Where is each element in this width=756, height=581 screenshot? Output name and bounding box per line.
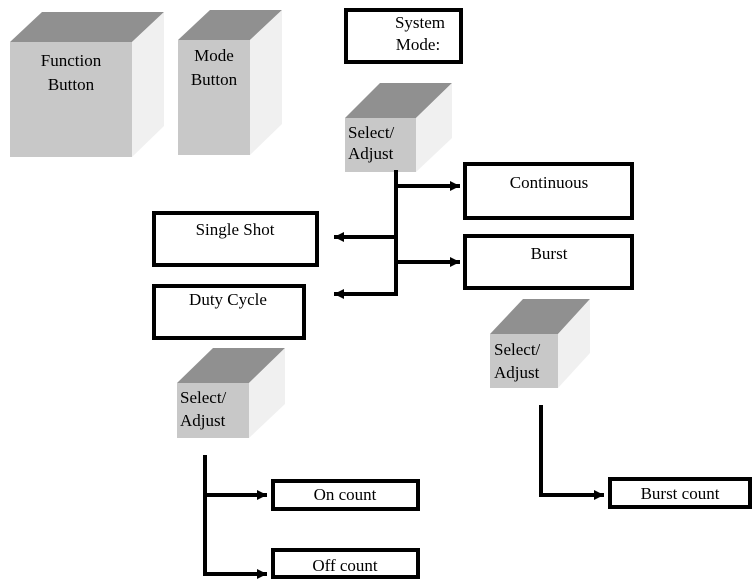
mode-button-front xyxy=(178,40,250,155)
continuous-label: Continuous xyxy=(510,173,588,192)
select-adjust-button-duty[interactable]: Select/ Adjust xyxy=(177,348,285,438)
mode-button-label-line2: Button xyxy=(191,70,238,89)
main-mode-connectors xyxy=(334,170,460,299)
select-adjust-2-front xyxy=(490,334,558,388)
burst-count-label: Burst count xyxy=(641,484,720,503)
function-button[interactable]: Function Button xyxy=(10,12,164,157)
mode-button-top xyxy=(178,10,282,40)
select-adjust-2-label-line2: Adjust xyxy=(494,363,540,382)
function-button-label-line1: Function xyxy=(41,51,102,70)
single-shot-label: Single Shot xyxy=(196,220,275,239)
select-adjust-3-side xyxy=(249,348,285,438)
burst-box[interactable]: Burst xyxy=(463,234,634,290)
burst-count-frame xyxy=(608,477,752,509)
function-button-top xyxy=(10,12,164,42)
select-adjust-1-top xyxy=(345,83,452,118)
mode-button-side xyxy=(250,10,282,155)
continuous-box[interactable]: Continuous xyxy=(463,162,634,220)
duty-cycle-label: Duty Cycle xyxy=(189,290,267,309)
burst-count-connectors xyxy=(539,405,604,500)
select-adjust-1-front xyxy=(345,118,416,172)
select-adjust-3-label-line2: Adjust xyxy=(180,411,226,430)
system-mode-frame xyxy=(344,8,463,64)
mode-button[interactable]: Mode Button xyxy=(178,10,282,155)
off-count-frame xyxy=(271,548,420,579)
system-mode-box: System Mode: xyxy=(344,8,463,64)
select-adjust-1-label-line2: Adjust xyxy=(348,144,394,163)
single-shot-frame xyxy=(152,211,319,267)
single-shot-box[interactable]: Single Shot xyxy=(152,211,319,267)
on-count-box[interactable]: On count xyxy=(271,479,420,511)
select-adjust-1-side xyxy=(416,83,452,172)
on-count-label: On count xyxy=(314,485,377,504)
mode-button-label-line1: Mode xyxy=(194,46,234,65)
select-adjust-2-side xyxy=(558,299,590,388)
select-adjust-1-label-line1: Select/ xyxy=(348,123,395,142)
function-button-label-line2: Button xyxy=(48,75,95,94)
system-mode-label-line2: Mode: xyxy=(396,35,440,54)
on-count-frame xyxy=(271,479,420,511)
duty-cycle-connectors xyxy=(203,455,267,579)
select-adjust-button-burst[interactable]: Select/ Adjust xyxy=(490,299,590,388)
duty-cycle-box[interactable]: Duty Cycle xyxy=(152,284,306,340)
burst-label: Burst xyxy=(531,244,568,263)
system-mode-label-line1: System xyxy=(395,13,445,32)
continuous-frame xyxy=(463,162,634,220)
function-button-front xyxy=(10,42,132,157)
select-adjust-3-front xyxy=(177,383,249,438)
select-adjust-2-top xyxy=(490,299,590,334)
duty-cycle-frame xyxy=(152,284,306,340)
select-adjust-button-main[interactable]: Select/ Adjust xyxy=(345,83,452,172)
off-count-box[interactable]: Off count xyxy=(271,548,420,579)
burst-count-box[interactable]: Burst count xyxy=(608,477,752,509)
burst-frame xyxy=(463,234,634,290)
function-button-side xyxy=(132,12,164,157)
select-adjust-3-label-line1: Select/ xyxy=(180,388,227,407)
select-adjust-2-label-line1: Select/ xyxy=(494,340,541,359)
off-count-label: Off count xyxy=(312,556,378,575)
